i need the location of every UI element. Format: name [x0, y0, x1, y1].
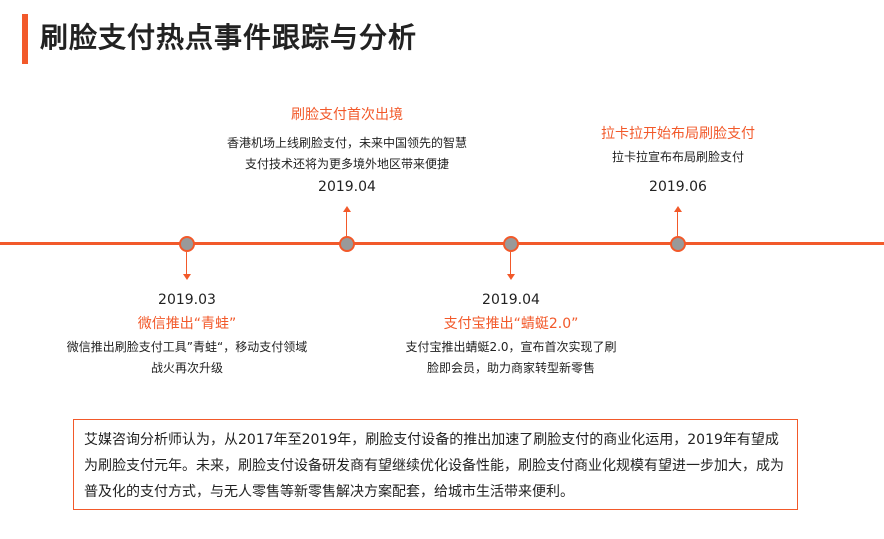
page-title: 刷脸支付热点事件跟踪与分析 — [40, 21, 418, 54]
connector-3 — [510, 252, 511, 274]
event-title-4: 拉卡拉开始布局刷脸支付 — [601, 126, 755, 142]
event-date-1: 2019.03 — [158, 292, 216, 308]
connector-2 — [346, 212, 347, 236]
timeline-dot-4 — [670, 236, 686, 252]
event-title-2: 刷脸支付首次出境 — [291, 107, 403, 123]
event-desc-2: 香港机场上线刷脸支付，未来中国领先的智慧支付技术还将为更多境外地区带来便捷 — [226, 136, 467, 171]
timeline-dot-2 — [339, 236, 355, 252]
analyst-summary-box: 艾媒咨询分析师认为，从2017年至2019年，刷脸支付设备的推出加速了刷脸支付的… — [73, 419, 798, 510]
event-desc-3: 支付宝推出蜻蜓2.0，宣布首次实现了刷脸即会员，助力商家转型新零售 — [405, 340, 617, 375]
timeline-line — [0, 242, 884, 245]
connector-1 — [186, 252, 187, 274]
title-accent-bar — [22, 14, 28, 64]
timeline-dot-1 — [179, 236, 195, 252]
arrow-up-icon — [674, 206, 682, 212]
event-desc-1: 微信推出刷脸支付工具”青蛙“，移动支付领域战火再次升级 — [66, 340, 308, 375]
event-date-2: 2019.04 — [318, 179, 376, 195]
event-date-4: 2019.06 — [649, 179, 707, 195]
arrow-up-icon — [343, 206, 351, 212]
arrow-down-icon — [507, 274, 515, 280]
event-title-3: 支付宝推出“蜻蜓2.0” — [443, 316, 579, 332]
event-date-3: 2019.04 — [482, 292, 540, 308]
event-desc-4: 拉卡拉宣布布局刷脸支付 — [611, 150, 744, 164]
timeline-dot-3 — [503, 236, 519, 252]
connector-4 — [677, 212, 678, 236]
event-title-1: 微信推出“青蛙” — [137, 316, 237, 332]
arrow-down-icon — [183, 274, 191, 280]
